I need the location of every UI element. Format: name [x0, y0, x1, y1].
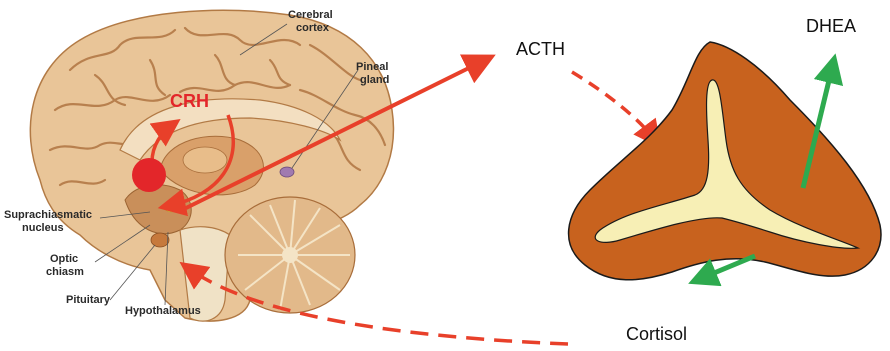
- hypothalamus-label: Hypothalamus: [125, 305, 201, 317]
- pineal-gland-label-2: gland: [360, 74, 389, 86]
- dhea-label: DHEA: [806, 16, 856, 36]
- pituitary-label: Pituitary: [66, 294, 111, 306]
- scn-label-2: nucleus: [22, 222, 64, 234]
- pituitary-gland: [151, 233, 169, 247]
- cortisol-label: Cortisol: [626, 324, 687, 344]
- optic-chiasm-label-2: chiasm: [46, 266, 84, 278]
- acth-label: ACTH: [516, 39, 565, 59]
- acth-to-adrenal-arrow: [572, 72, 655, 140]
- cerebral-cortex-label-2: cortex: [296, 22, 330, 34]
- optic-chiasm-label-1: Optic: [50, 253, 78, 265]
- scn-label-1: Suprachiasmatic: [4, 209, 92, 221]
- hypothalamus-dot: [132, 158, 166, 192]
- crh-label: CRH: [170, 91, 209, 111]
- pineal-gland: [280, 167, 294, 177]
- adrenal-gland: [569, 42, 881, 280]
- pineal-gland-label-1: Pineal: [356, 61, 388, 73]
- brain-illustration: [30, 10, 393, 321]
- cerebellum: [225, 197, 355, 313]
- cerebral-cortex-label-1: Cerebral: [288, 9, 333, 21]
- thalamus-inner: [183, 147, 227, 173]
